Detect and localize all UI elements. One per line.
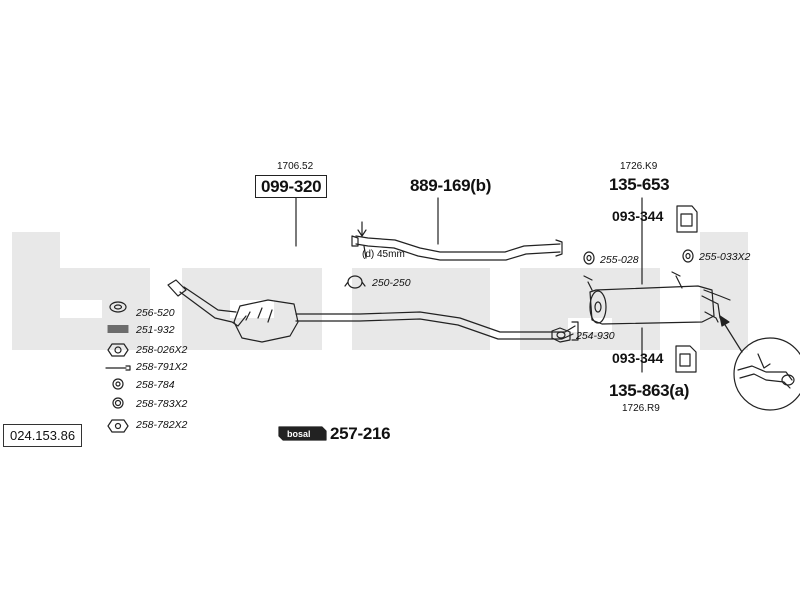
- mid-pipe-note: (d) 45mm: [362, 249, 405, 260]
- nut-icon: [107, 343, 129, 357]
- rear-silencer-lower-ref: 1726.R9: [622, 403, 660, 414]
- rear-silencer-upper-part-number: 135-653: [609, 175, 670, 194]
- watermark-letter-s: [352, 268, 490, 350]
- front-pipe-ref: 1706.52: [277, 161, 314, 172]
- mounting-kit-box: [278, 426, 327, 441]
- detail-arrow: [721, 319, 743, 353]
- flange-nut-icon: [107, 419, 129, 433]
- ring-255-028-drawing: [583, 251, 595, 265]
- clamp-254-drawing: [551, 327, 571, 343]
- front-pipe-drawing: [167, 279, 579, 343]
- rubber-mount-lower-label: 093-344: [612, 350, 664, 366]
- hardware-icons: [105, 301, 131, 433]
- lock-washer-icon: [112, 397, 124, 409]
- rubber-mount-upper-label: 093-344: [612, 208, 664, 224]
- clamp-254-label: 254-930: [576, 330, 615, 342]
- front-pipe-part-number: 099-320: [255, 175, 328, 198]
- mounting-kit-logo: bosal: [287, 429, 311, 439]
- clamp-250-label: 250-250: [372, 277, 411, 289]
- hardware-label: 258-783X2: [136, 398, 188, 410]
- gasket-ring-icon: [109, 301, 127, 313]
- hardware-label: 251-932: [136, 324, 175, 336]
- hardware-label: 258-782X2: [136, 419, 188, 431]
- ring-255-033-drawing: [682, 249, 694, 263]
- mid-pipe-drawing: [351, 221, 563, 261]
- reference-number: 024.153.86: [3, 424, 83, 447]
- hardware-label: 258-784: [136, 379, 175, 391]
- hardware-label: 256-520: [136, 307, 175, 319]
- washer-icon: [112, 378, 124, 390]
- ring-255-028-label: 255-028: [600, 254, 639, 266]
- hardware-label: 258-791X2: [136, 361, 188, 373]
- rubber-mount-upper-drawing: [676, 205, 698, 233]
- rear-silencer-drawing: [583, 271, 731, 325]
- rear-silencer-upper-ref: 1726.K9: [620, 161, 658, 172]
- mounting-kit-part-number: 257-216: [330, 424, 391, 443]
- hardware-label: 258-026X2: [136, 344, 188, 356]
- mid-pipe-part-number: 889-169(b): [410, 176, 492, 195]
- watermark-letter-l: [700, 232, 748, 350]
- ring-255-033-label: 255-033X2: [699, 251, 751, 263]
- watermark-letter-o: [182, 268, 322, 350]
- detail-circle: [733, 337, 800, 411]
- bolt-icon: [105, 365, 131, 371]
- watermark-letter-b: [12, 232, 150, 350]
- clamp-250-drawing: [344, 275, 366, 289]
- spring-icon: [107, 325, 129, 333]
- rubber-mount-lower-drawing: [675, 345, 697, 373]
- rear-silencer-lower-part-number: 135-863(a): [609, 381, 690, 400]
